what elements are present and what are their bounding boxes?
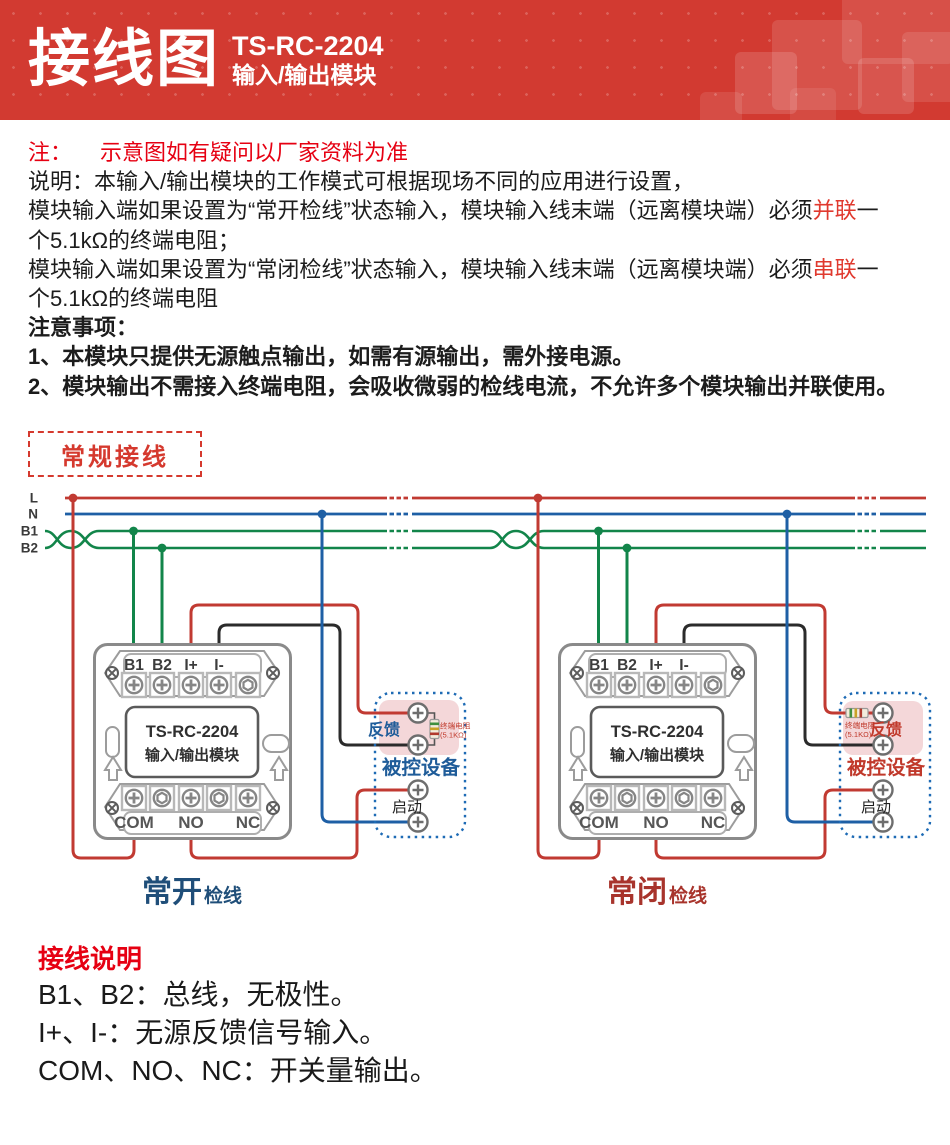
resistor-label-line2: (5.1KΩ)	[440, 731, 467, 740]
wire-N-to-start-left	[320, 514, 408, 824]
resistor-label-line1: 终端电阻	[845, 720, 876, 730]
module-type: 输入/输出模块	[610, 746, 705, 764]
decor-square	[902, 32, 950, 102]
green-wires	[132, 531, 629, 646]
feedback-terminal-top-left	[407, 702, 429, 724]
device-box-left	[373, 691, 467, 839]
mode-caption-normally-open: 常开检线	[142, 876, 242, 909]
bus-label-B2: B2	[21, 541, 38, 556]
feedback-terminal-bottom-left	[407, 734, 429, 756]
desc-line-4: 模块输入端如果设置为“常闭检线”状态输入，模块输入线末端（远离模块端）必须串联一	[28, 256, 879, 282]
note-label: 注：	[28, 140, 73, 165]
terminal-resistor-left	[427, 712, 440, 746]
terminal-label-NC: NC	[701, 813, 726, 832]
terminal-label-COM: COM	[579, 813, 619, 832]
desc-line-3: 个5.1kΩ的终端电阻；	[28, 227, 241, 253]
bus-label-B1: B1	[21, 524, 39, 539]
black-wires	[217, 623, 873, 747]
warning-title: 注意事项：	[28, 315, 139, 341]
bus-lines	[44, 490, 926, 554]
warning-item-2: 2、模块输出不需接入终端电阻，会吸收微弱的检线电流，不允许多个模块输出并联使用。	[28, 373, 899, 399]
terminal-label-NO: NO	[643, 813, 669, 832]
start-label: 启动	[861, 799, 891, 816]
wire-Iminus-left	[217, 623, 408, 747]
desc-line-2: 模块输入端如果设置为“常开检线”状态输入，模块输入线末端（远离模块端）必须并联一	[28, 198, 879, 224]
series-keyword: 串联	[812, 256, 857, 282]
model-number: TS-RC-2204	[232, 31, 384, 61]
red-wires	[71, 498, 874, 860]
header-banner: 接线图 TS-RC-2204 输入/输出模块	[0, 0, 950, 120]
terminal-label-NO: NO	[178, 813, 204, 832]
section-badge: 常规接线	[28, 431, 202, 477]
wire-NO-to-start-right	[654, 788, 873, 860]
decor-square	[842, 0, 950, 64]
decor-square	[858, 58, 914, 114]
terminal-resistor-right	[845, 707, 869, 719]
controlled-device-label: 被控设备	[847, 756, 926, 779]
legend-item-output: COM、NO、NC：开关量输出。	[38, 1055, 438, 1086]
parallel-keyword: 并联	[812, 198, 857, 224]
resistor-label-line2: (5.1KΩ)	[845, 730, 872, 739]
resistor-label-line1: 终端电阻	[440, 721, 471, 731]
notes-section: 注： 示意图如有疑问以厂家资料为准 说明：本输入/输出模块的工作模式可根据现场不同…	[0, 138, 950, 401]
terminal-label-Iplus: I+	[649, 657, 662, 674]
wire-NO-to-start-left	[189, 788, 408, 860]
feedback-label: 反馈	[870, 720, 902, 739]
warning-item-1: 1、本模块只提供无源触点输出，如需有源输出，需外接电源。	[28, 344, 635, 370]
desc-line-5: 个5.1kΩ的终端电阻	[28, 286, 219, 312]
terminal-label-Iplus: I+	[184, 657, 197, 674]
decor-square	[700, 92, 742, 120]
decor-square	[735, 52, 797, 114]
model-block: TS-RC-2204 输入/输出模块	[232, 31, 384, 89]
blue-wires	[320, 514, 873, 824]
terminal-label-B1: B1	[124, 657, 144, 674]
decor-square	[790, 88, 836, 120]
junction-dots	[68, 493, 792, 553]
note-line: 注： 示意图如有疑问以厂家资料为准	[28, 138, 930, 167]
bus-B2	[44, 529, 926, 550]
module-name: TS-RC-2204	[611, 723, 704, 741]
device-box-right	[838, 691, 932, 839]
start-terminal-top-left	[407, 779, 429, 801]
terminal-label-B2: B2	[617, 657, 637, 674]
module-name: TS-RC-2204	[146, 723, 239, 741]
terminal-label-COM: COM	[114, 813, 154, 832]
wire-Iminus-right	[682, 623, 873, 747]
terminal-label-B2: B2	[152, 657, 172, 674]
legend-section: 接线说明 B1、B2：总线，无极性。 I+、I-：无源反馈信号输入。 COM、N…	[38, 942, 438, 1090]
start-terminal-top-right	[872, 779, 894, 801]
wire-N-to-start-right	[785, 514, 873, 824]
page-title: 接线图	[28, 25, 221, 94]
model-type: 输入/输出模块	[232, 62, 377, 88]
section-badge-label: 常规接线	[61, 443, 169, 471]
legend-item-bus: B1、B2：总线，无极性。	[38, 979, 359, 1010]
controlled-device-label: 被控设备	[382, 756, 461, 779]
desc-line-1: 说明：本输入/输出模块的工作模式可根据现场不同的应用进行设置，	[28, 169, 695, 195]
bus-label-L: L	[30, 491, 38, 506]
wiring-diagram: B1 B2 I+ I- TS-RC-2204 输入/输出模块 COM NO NC…	[21, 490, 932, 909]
wire-L-to-COM-right	[536, 498, 601, 860]
mode-caption-normally-closed: 常闭检线	[607, 876, 707, 909]
legend-title: 接线说明	[38, 944, 143, 974]
start-label: 启动	[392, 799, 422, 816]
wire-L-to-COM-left	[71, 498, 136, 860]
terminal-label-Iminus: I-	[214, 657, 223, 674]
wire-Iplus-to-feedback-left	[189, 603, 408, 715]
bus-label-N: N	[28, 507, 38, 522]
bus-B1	[44, 529, 926, 550]
feedback-terminal-top-right	[872, 702, 894, 724]
module-type: 输入/输出模块	[145, 746, 240, 764]
decor-square	[772, 20, 862, 110]
terminal-label-Iminus: I-	[679, 657, 688, 674]
legend-item-feedback: I+、I-：无源反馈信号输入。	[38, 1017, 388, 1048]
note-text: 示意图如有疑问以厂家资料为准	[100, 140, 409, 165]
feedback-label: 反馈	[368, 720, 400, 739]
terminal-label-B1: B1	[589, 657, 609, 674]
terminal-label-NC: NC	[236, 813, 261, 832]
